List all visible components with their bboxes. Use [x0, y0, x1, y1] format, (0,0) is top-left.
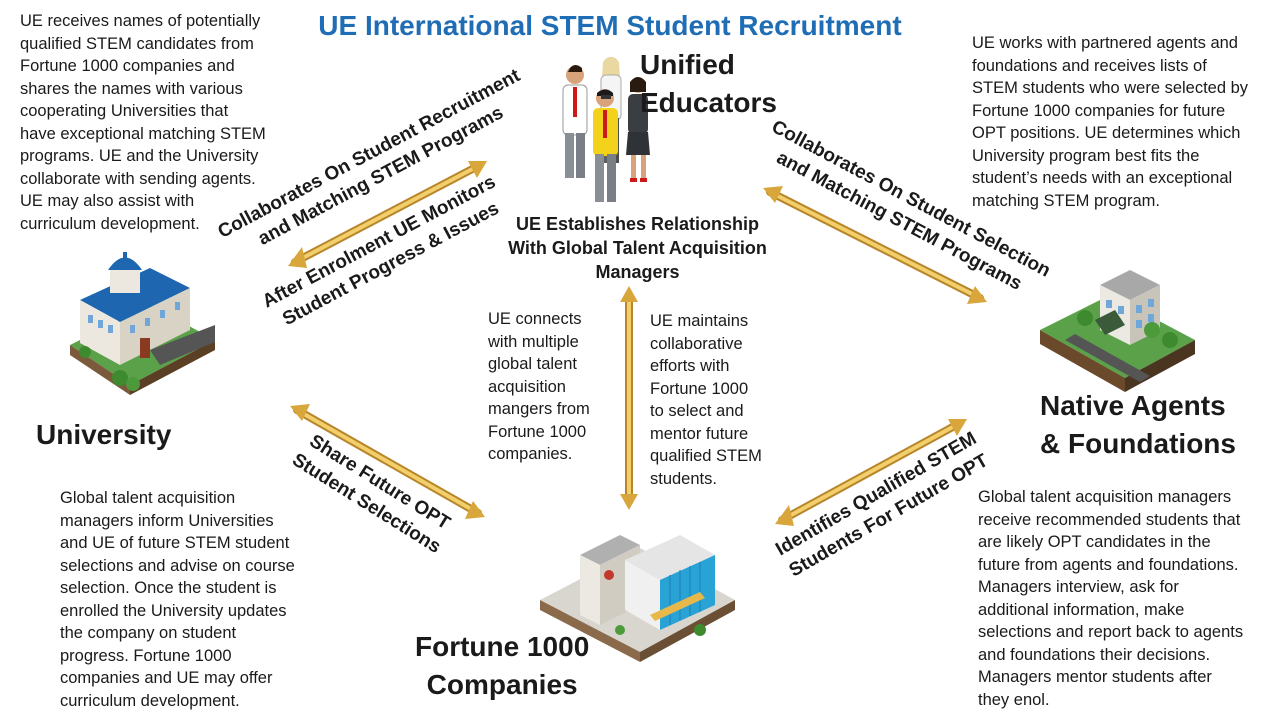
- university-bottom-paragraph: Global talent acquisition managers infor…: [60, 489, 295, 710]
- arrow-ue-agents: [763, 186, 987, 304]
- agents-top-paragraph: UE works with partnered agents and found…: [972, 34, 1249, 210]
- center-right-paragraph: UE maintains collaborative efforts with …: [650, 312, 762, 488]
- agents-bottom-paragraph: Global talent acquisition managers recei…: [978, 488, 1244, 709]
- agents-building-icon: [1040, 270, 1195, 392]
- node-native-agents: Native Agents & Foundations: [1040, 390, 1236, 459]
- center-heading: UE Establishes Relationship With Global …: [508, 214, 767, 282]
- fortune-building-icon: [540, 535, 735, 662]
- node-unified-educators: Unified Educators: [640, 49, 777, 118]
- arrow-fortune-agents: [775, 419, 967, 526]
- university-top-paragraph: UE receives names of potentially qualifi…: [20, 12, 266, 233]
- arrow-ue-fortune: [620, 286, 638, 510]
- university-building-icon: [70, 252, 215, 395]
- people-icon: [562, 57, 650, 202]
- page-title: UE International STEM Student Recruitmen…: [318, 10, 902, 41]
- center-left-paragraph: UE connects with multiple global talent …: [488, 310, 590, 463]
- arrow-ue-university: [288, 161, 487, 268]
- node-university: University: [36, 419, 172, 450]
- arrow-university-fortune: [290, 404, 485, 519]
- node-fortune-1000: Fortune 1000 Companies: [415, 631, 590, 700]
